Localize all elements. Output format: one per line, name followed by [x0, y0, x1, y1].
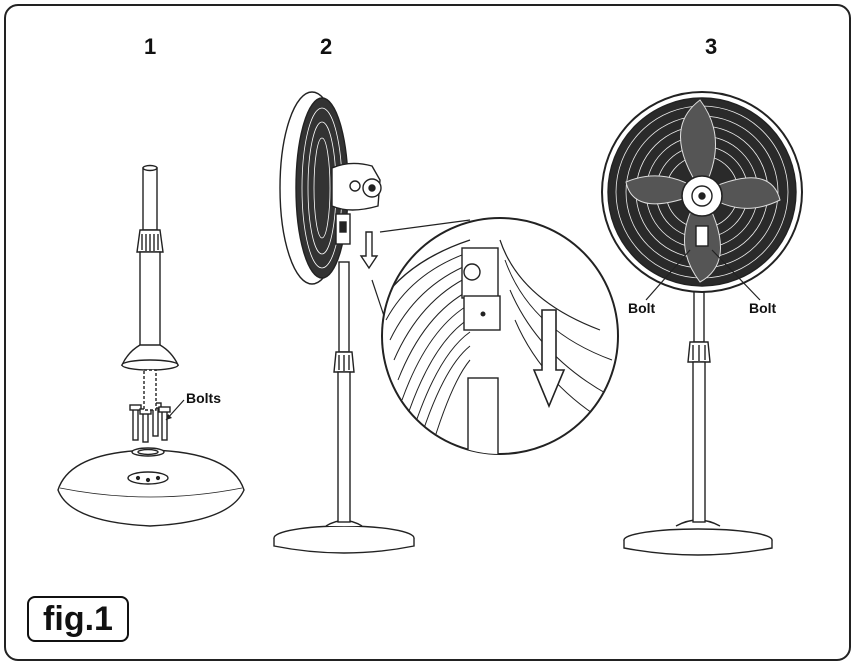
step2-assembly — [273, 91, 415, 554]
upper-pole — [338, 261, 350, 353]
fan-base — [57, 449, 245, 527]
bolts-label: Bolts — [186, 390, 221, 406]
down-arrow-icon — [359, 231, 379, 270]
lower-pole — [337, 371, 351, 523]
upper-pole — [142, 167, 158, 231]
step3-assembly — [601, 91, 803, 556]
lower-pole — [692, 361, 706, 523]
lower-pole — [139, 251, 161, 353]
step-number-1: 1 — [144, 34, 157, 59]
zoom-detail — [371, 217, 619, 455]
step1-assembly — [57, 164, 245, 527]
figure-label: fig.1 — [27, 596, 129, 642]
bolt-label-right: Bolt — [749, 300, 777, 316]
bolt-label-left: Bolt — [628, 300, 656, 316]
step-number-2: 2 — [320, 34, 333, 59]
step-number-3: 3 — [705, 34, 718, 59]
